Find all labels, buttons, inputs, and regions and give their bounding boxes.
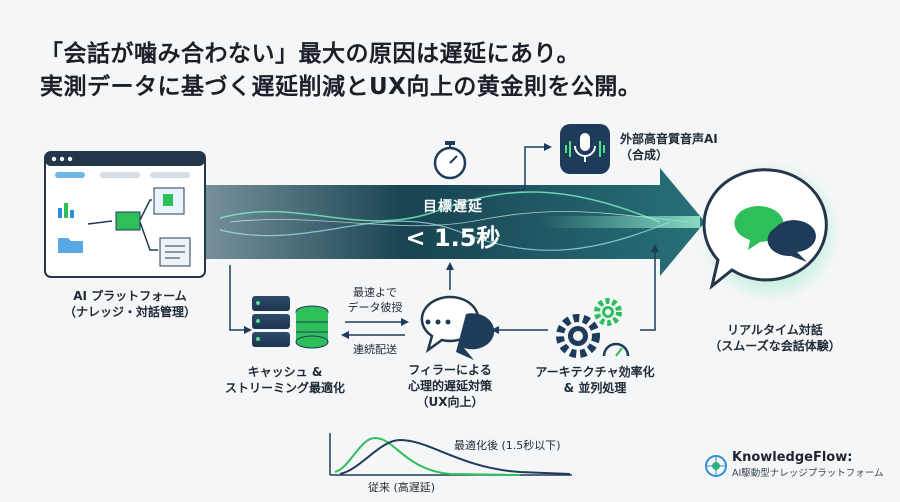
edge-continuous-label: 連続配送 <box>353 343 397 356</box>
database-server-icon <box>252 296 329 349</box>
folder-icon <box>58 238 83 253</box>
curve-optimized <box>334 436 521 476</box>
platform-window <box>44 151 206 278</box>
window-dot-icon <box>51 156 57 162</box>
cache-label-line-2: ストリーミング最適化 <box>224 381 345 395</box>
cache-label: キャッシュ & ストリーミング最適化 <box>210 364 360 396</box>
edge-fast-label: 最速よで データ彼授 <box>335 285 415 315</box>
headline-line-2: 実測データに基づく遅延削減とUX向上の黄金則を公開。 <box>40 74 642 100</box>
realtime-label-line-2: （スムーズな会話体験） <box>709 339 841 353</box>
headline-line-1: 「会話が噛み合わない」最大の原因は遅延にあり。 <box>40 41 581 67</box>
target-latency-value: < 1.5秒 <box>405 224 501 252</box>
target-latency-label: 目標遅延 <box>423 199 483 215</box>
filler-label: フィラーによる 心理的遅延対策 （UX向上） <box>385 362 515 410</box>
curve-before-label: 従来 (高遅延) <box>368 481 436 494</box>
brand: KnowledgeFlow: AI駆動型ナレッジプラットフォーム <box>702 450 884 479</box>
brain-logo-icon <box>705 455 727 477</box>
voice-ai-label-line-2: （合成） <box>620 148 669 162</box>
sound-wave-icon <box>565 141 605 157</box>
filler-label-line-3: （UX向上） <box>416 395 484 409</box>
realtime-label-line-1: リアルタイム対話 <box>727 323 823 337</box>
arch-label: アーキテクチャ効率化 & 並列処理 <box>520 364 670 396</box>
platform-label-line-1: AI プラットフォーム <box>73 289 187 303</box>
headline: 「会話が噛み合わない」最大の原因は遅延にあり。 実測データに基づく遅延削減とUX… <box>40 38 641 104</box>
bar-chart-icon <box>58 203 74 218</box>
cache-label-line-1: キャッシュ & <box>247 365 323 379</box>
voice-ai-label: 外部高音質音声AI （合成） <box>620 131 718 163</box>
brand-name: KnowledgeFlow: <box>732 450 853 465</box>
arch-label-line-1: アーキテクチャ効率化 <box>535 365 655 379</box>
latency-distribution-curve <box>329 433 572 476</box>
curve-after-label: 最適化後 (1.5秒以下) <box>454 439 561 452</box>
filler-label-line-1: フィラーによる <box>408 363 492 377</box>
gears-icon <box>556 298 630 358</box>
stopwatch-icon <box>433 141 467 180</box>
gauge-icon <box>602 342 630 357</box>
target-latency: 目標遅延 < 1.5秒 <box>378 196 528 253</box>
brand-tagline: AI駆動型ナレッジプラットフォーム <box>732 468 884 479</box>
voice-ai-label-line-1: 外部高音質音声AI <box>620 132 718 146</box>
filler-speech-bubble-icon <box>420 295 495 360</box>
window-dot-icon <box>59 156 65 162</box>
arch-label-line-2: & 並列処理 <box>563 381 627 395</box>
microphone-icon <box>580 133 590 151</box>
edge-fast-label-line-2: データ彼授 <box>347 301 403 314</box>
latency-stream-arrow <box>205 168 705 276</box>
platform-label-line-2: （ナレッジ・対話管理） <box>63 305 196 319</box>
platform-label: AI プラットフォーム （ナレッジ・対話管理） <box>40 288 220 320</box>
window-dot-icon <box>67 156 73 162</box>
realtime-chat-icon <box>700 162 840 302</box>
voice-ai-tile <box>560 124 610 174</box>
realtime-label: リアルタイム対話 （スムーズな会話体験） <box>690 322 860 354</box>
curve-conventional <box>339 438 571 475</box>
edge-fast-label-line-1: 最速よで <box>353 286 397 299</box>
filler-label-line-2: 心理的遅延対策 <box>407 379 492 393</box>
